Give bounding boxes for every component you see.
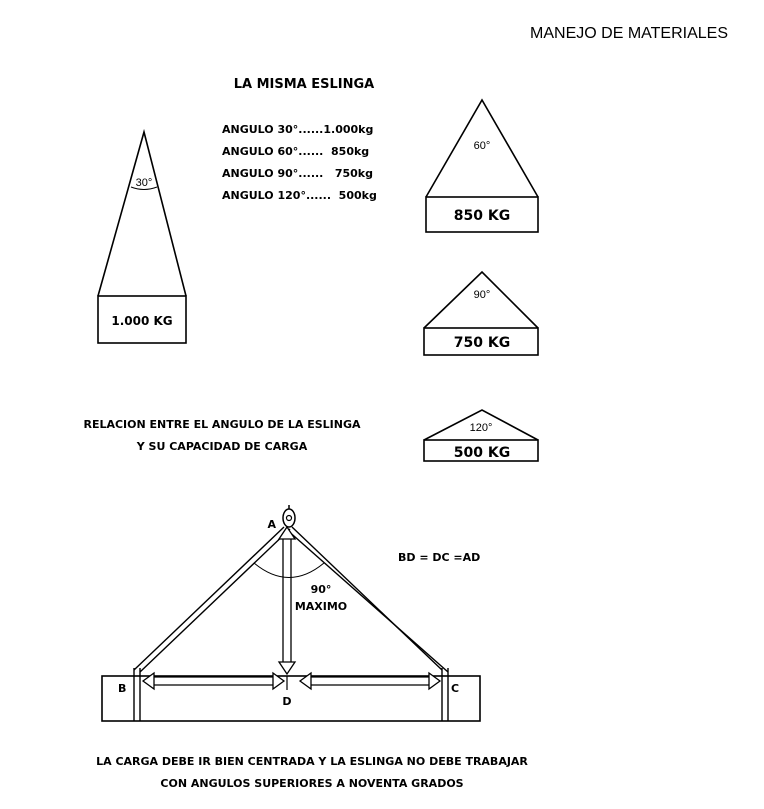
- sling-60-triangle: [425, 98, 539, 198]
- load-block: [101, 675, 481, 722]
- relation-caption-line1: RELACION ENTRE EL ANGULO DE LA ESLINGA: [83, 418, 361, 431]
- load-box-120: [423, 439, 539, 462]
- rigging-diagram: A B C D BD = DC =AD 90° MAXIMO: [101, 505, 481, 722]
- hook-eye-icon: [285, 514, 293, 522]
- sling-30-angle-arc: [130, 186, 158, 190]
- angle-table-row: ANGULO 30°......1.000kg: [222, 123, 373, 136]
- sling-90-triangle: [423, 270, 539, 329]
- sling-leg-left-inner: [139, 528, 291, 673]
- relation-caption-line2: Y SU CAPACIDAD DE CARGA: [136, 440, 308, 453]
- sling-60-angle-label: 60°: [474, 140, 491, 152]
- point-a-label: A: [267, 518, 276, 531]
- load-90-label: 750 KG: [454, 335, 510, 351]
- distance-equation: BD = DC =AD: [398, 551, 480, 564]
- sling-120-triangle: [423, 409, 539, 441]
- arrow-bd-head-right: [272, 671, 286, 691]
- sling-90-angle-label: 90°: [474, 289, 491, 301]
- sling-30-triangle: [97, 128, 187, 297]
- load-120-label: 500 KG: [454, 445, 510, 461]
- load-box-90: [423, 327, 539, 356]
- same-sling-title: LA MISMA ESLINGA: [234, 77, 375, 92]
- point-b-label: B: [118, 682, 126, 695]
- sling-90-figure: 90° 750 KG: [423, 270, 539, 356]
- angle-table-row: ANGULO 60°...... 850kg: [222, 145, 369, 158]
- sling-120-figure: 120° 500 KG: [423, 409, 539, 462]
- rigging-angle-label: MAXIMO: [295, 600, 347, 613]
- rigging-angle-arc: [253, 562, 325, 578]
- arrow-ad-head-top: [277, 525, 297, 540]
- arrow-ad-head-bottom: [277, 661, 297, 676]
- load-60-label: 850 KG: [454, 208, 510, 224]
- page-title: MANEJO DE MATERIALES: [530, 25, 728, 42]
- sling-leg-left: [133, 526, 285, 671]
- sling-leg-right: [291, 526, 443, 671]
- footer-line2: CON ANGULOS SUPERIORES A NOVENTA GRADOS: [160, 777, 463, 790]
- arrow-bd-head-left: [141, 671, 155, 691]
- rigging-angle-value: 90°: [311, 583, 332, 596]
- footer-line1: LA CARGA DEBE IR BIEN CENTRADA Y LA ESLI…: [96, 755, 528, 768]
- hook-icon: [282, 508, 296, 528]
- sling-30-figure: 30° 1.000 KG: [97, 128, 187, 344]
- point-c-label: C: [451, 682, 459, 695]
- angle-table-row: ANGULO 90°...... 750kg: [222, 167, 373, 180]
- point-d-label: D: [282, 695, 291, 708]
- arrow-dc-head-right: [428, 671, 442, 691]
- load-box-60: [425, 196, 539, 233]
- sling-120-angle-label: 120°: [470, 422, 493, 434]
- angle-table: ANGULO 30°......1.000kg ANGULO 60°......…: [222, 123, 377, 202]
- sling-60-figure: 60° 850 KG: [425, 98, 539, 233]
- arrow-dc-head-left: [298, 671, 312, 691]
- angle-table-row: ANGULO 120°...... 500kg: [222, 189, 377, 202]
- load-30-label: 1.000 KG: [111, 314, 172, 328]
- load-box-30: [97, 295, 187, 344]
- sling-leg-right-inner: [285, 528, 449, 673]
- sling-30-angle-label: 30°: [136, 177, 153, 189]
